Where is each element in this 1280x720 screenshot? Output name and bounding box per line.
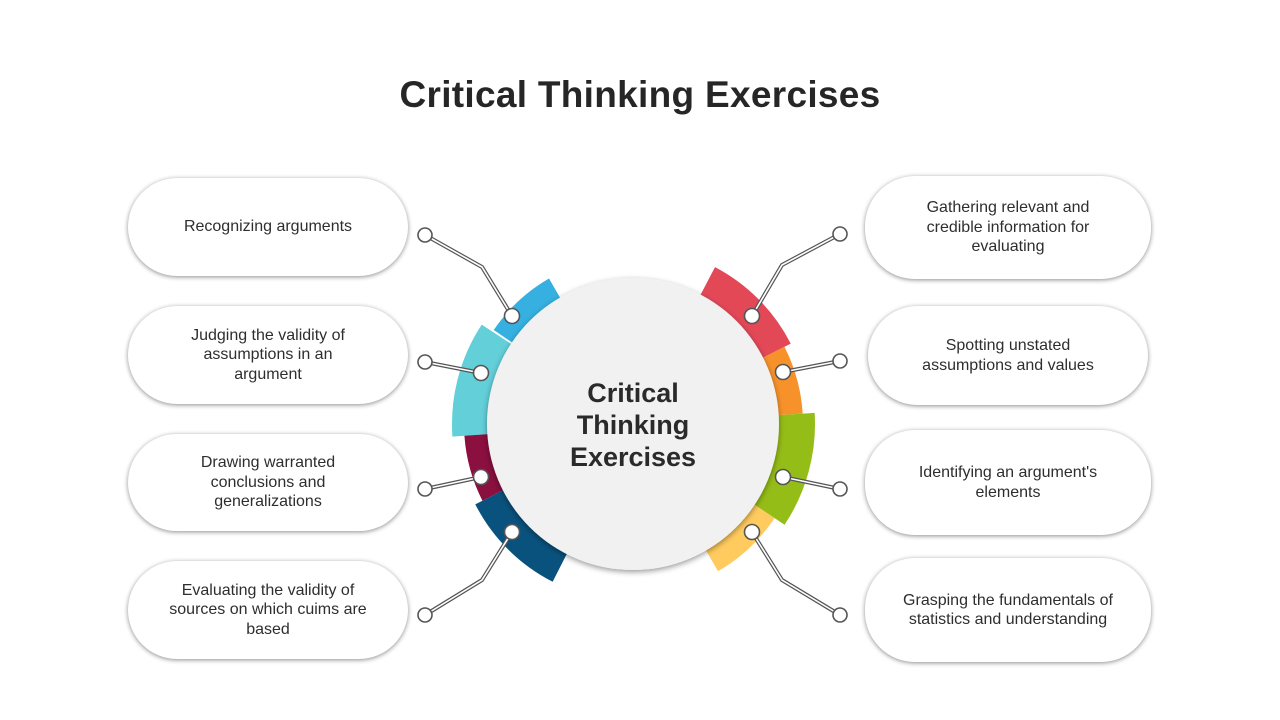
right-item-2[interactable]: Spotting unstated assumptions and values: [868, 306, 1148, 405]
right-ring-segment-4: [703, 501, 775, 572]
left-item-4[interactable]: Evaluating the validity of sources on wh…: [128, 561, 408, 659]
connector-dot-icon: [743, 523, 761, 541]
left-ring-segment-4: [475, 487, 570, 582]
right-item-4[interactable]: Grasping the fundamentals of statistics …: [865, 558, 1151, 662]
item-label: Judging the validity of assumptions in a…: [191, 326, 345, 383]
connector-dot-icon: [774, 468, 792, 486]
connector-dot-icon: [417, 607, 433, 623]
connector-dot-icon: [417, 227, 433, 243]
item-label: Gathering relevant and credible informat…: [926, 199, 1090, 256]
left-ring-segment-1: [493, 278, 563, 346]
connector-dot-icon: [503, 523, 521, 541]
connector-dot-icon: [832, 226, 848, 242]
connector-dot-icon: [832, 353, 848, 369]
connector-8: [743, 523, 848, 623]
connector-3: [417, 468, 490, 497]
left-item-2[interactable]: Judging the validity of assumptions in a…: [128, 306, 408, 404]
connector-4: [417, 523, 521, 623]
right-item-1[interactable]: Gathering relevant and credible informat…: [865, 176, 1151, 279]
connector-dot-icon: [774, 363, 792, 381]
connector-dot-icon: [472, 364, 490, 382]
connector-1: [417, 227, 521, 325]
item-label: Identifying an argument's elements: [918, 464, 1098, 501]
connector-2: [417, 354, 490, 382]
right-ring-segment-2: [757, 346, 803, 416]
page-title: Critical Thinking Exercises: [399, 74, 881, 115]
center-label: Critical Thinking Exercises: [569, 378, 697, 472]
item-label: Recognizing arguments: [183, 218, 353, 236]
item-label: Drawing warranted conclusions and genera…: [200, 454, 336, 511]
item-label: Grasping the fundamentals of statistics …: [903, 591, 1113, 629]
left-item-1[interactable]: Recognizing arguments: [128, 178, 408, 276]
connector-7: [774, 468, 848, 497]
connector-dot-icon: [743, 307, 761, 325]
connector-dot-icon: [417, 481, 433, 497]
connector-6: [774, 353, 848, 381]
connector-5: [743, 226, 848, 325]
connector-dot-icon: [472, 468, 490, 486]
connector-dot-icon: [832, 481, 848, 497]
item-label: Evaluating the validity of sources on wh…: [169, 581, 367, 638]
right-item-3[interactable]: Identifying an argument's elements: [865, 430, 1151, 535]
left-ring-segment-3: [464, 433, 509, 501]
left-item-3[interactable]: Drawing warranted conclusions and genera…: [128, 434, 408, 531]
center-circle: [487, 278, 779, 570]
connector-dot-icon: [417, 354, 433, 370]
item-label: Spotting unstated assumptions and values: [922, 337, 1094, 374]
connector-dot-icon: [503, 307, 521, 325]
connector-dot-icon: [832, 607, 848, 623]
